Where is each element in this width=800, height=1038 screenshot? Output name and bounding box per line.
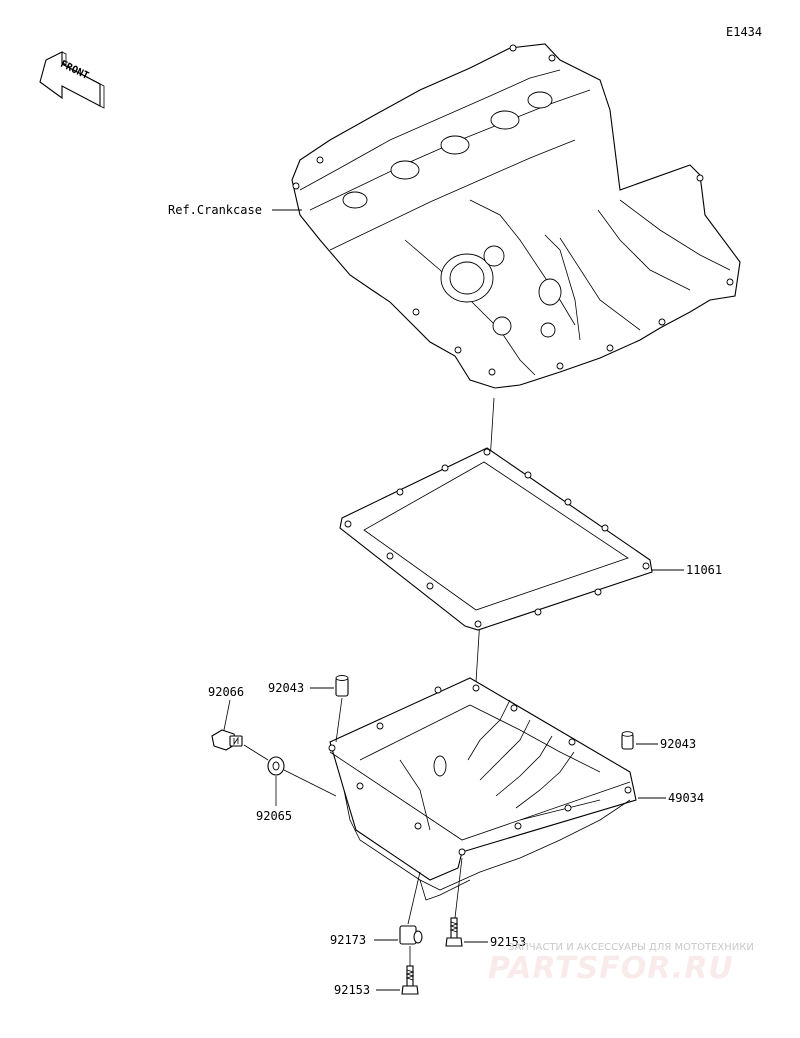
watermark: ЗАПЧАСТИ И АКСЕССУАРЫ ДЛЯ МОТОТЕХНИКИ PA… bbox=[488, 942, 754, 986]
oil-pan-drawing bbox=[328, 677, 637, 901]
part-label-collar: 92173 bbox=[330, 933, 366, 947]
part-label-washer: 92065 bbox=[256, 809, 292, 823]
crankcase-drawing bbox=[291, 43, 741, 389]
part-label-dowel-right: 92043 bbox=[660, 737, 696, 751]
part-label-dowel-left: 92043 bbox=[268, 681, 304, 695]
bolt-upper-drawing bbox=[445, 917, 463, 947]
collar-drawing bbox=[399, 925, 423, 945]
leader-line bbox=[407, 871, 421, 925]
leader-line bbox=[223, 699, 231, 731]
gasket-drawing bbox=[339, 447, 653, 631]
leader-line bbox=[335, 697, 343, 743]
part-label-bolt-lower: 92153 bbox=[334, 983, 370, 997]
watermark-brand: PARTSFOR.RU bbox=[488, 951, 734, 986]
part-label-oil-pan: 49034 bbox=[668, 791, 704, 805]
part-label-drain-plug: 92066 bbox=[208, 685, 244, 699]
leader-line bbox=[243, 744, 269, 761]
washer-drawing bbox=[267, 756, 285, 776]
ref-crankcase-label: Ref.Crankcase bbox=[168, 203, 262, 217]
dowel-pin-left-drawing bbox=[335, 675, 349, 697]
part-label-bolt-upper: 92153 bbox=[490, 935, 526, 949]
drain-plug-drawing bbox=[211, 729, 243, 751]
bolt-lower-drawing bbox=[401, 965, 419, 995]
dowel-pin-right-drawing bbox=[621, 731, 634, 750]
part-label-gasket: 11061 bbox=[686, 563, 722, 577]
watermark-subtitle: ЗАПЧАСТИ И АКСЕССУАРЫ ДЛЯ МОТОТЕХНИКИ bbox=[508, 942, 754, 953]
leader-line bbox=[454, 857, 463, 919]
front-arrow-icon: FRONT bbox=[39, 51, 105, 109]
diagram-code: E1434 bbox=[726, 25, 762, 39]
leader-line bbox=[283, 769, 337, 797]
